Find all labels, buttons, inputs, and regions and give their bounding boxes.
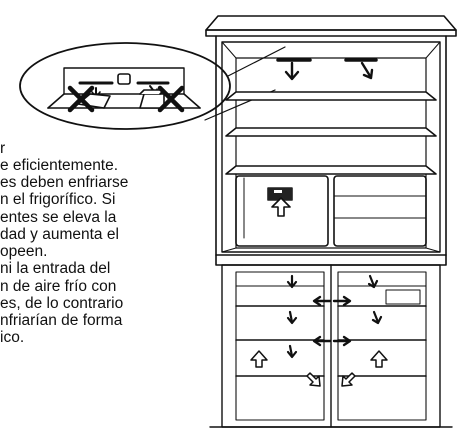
magnifier-callout <box>19 42 286 130</box>
arrow-up-icon <box>271 197 291 217</box>
text-line: n de aire frío con <box>0 278 117 295</box>
arrow-left-icon <box>312 335 332 347</box>
arrow-down-icon <box>371 310 383 325</box>
x-mark-icon <box>67 85 95 113</box>
text-line: n el frigorífico. Si <box>0 191 116 208</box>
text-line: entes se eleva la <box>0 209 117 226</box>
arrow-down-icon <box>360 61 374 80</box>
arrow-down-icon <box>286 344 298 359</box>
fridge-top <box>205 15 457 256</box>
text-line: nfriarían de forma <box>0 312 123 329</box>
arrow-up-icon <box>370 350 388 368</box>
text-line: es, de lo contrario <box>0 295 124 312</box>
arrow-left-icon <box>312 295 332 307</box>
arrow-up-icon <box>250 350 268 368</box>
fridge-compartment <box>221 41 441 253</box>
arrow-down-icon <box>286 310 298 325</box>
text-line: r <box>0 140 6 157</box>
arrow-down-icon <box>284 61 300 81</box>
text-line: opeen. <box>0 243 48 260</box>
text-line: ico. <box>0 329 25 346</box>
arrow-right-icon <box>332 295 352 307</box>
text-line: ni la entrada del <box>0 260 111 277</box>
arrow-down-icon <box>367 274 379 289</box>
x-mark-icon <box>157 85 185 113</box>
text-line: es deben enfriarse <box>0 174 129 191</box>
arrow-diagonal-icon <box>306 372 321 387</box>
arrow-down-icon <box>286 274 298 289</box>
arrow-diagonal-icon <box>341 372 356 387</box>
arrow-right-icon <box>332 335 352 347</box>
text-line: dad y aumenta el <box>0 226 119 243</box>
text-line: e eficientemente. <box>0 157 119 174</box>
